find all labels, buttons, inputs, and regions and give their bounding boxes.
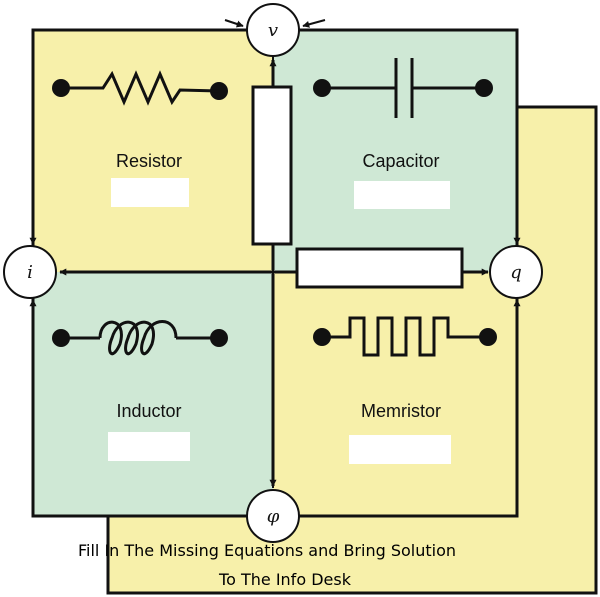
resistor-icon <box>52 70 228 106</box>
node-q-label: q <box>510 262 522 283</box>
instruction-line-2: To The Info Desk <box>219 570 351 589</box>
node-v: v <box>246 3 300 57</box>
capacitor-answer-box[interactable] <box>354 181 450 209</box>
node-i-label: i <box>27 262 33 283</box>
capacitor-icon <box>313 58 493 118</box>
node-i: i <box>3 245 57 299</box>
memristor-quadrant <box>273 272 517 516</box>
inductor-quadrant <box>33 272 273 516</box>
memristor-label: Memristor <box>361 401 441 421</box>
vertical-bar <box>251 85 293 246</box>
node-phi-label: φ <box>267 506 280 527</box>
node-q: q <box>489 245 543 299</box>
resistor-quadrant <box>33 30 273 272</box>
capacitor-label: Capacitor <box>362 151 439 171</box>
memristor-answer-box[interactable] <box>349 435 451 464</box>
node-phi: φ <box>246 489 300 543</box>
resistor-label: Resistor <box>116 151 182 171</box>
instruction-line-1: Fill In The Missing Equations and Bring … <box>77 541 457 560</box>
node-v-label: v <box>268 20 278 41</box>
memristor-icon <box>313 316 497 357</box>
inductor-icon <box>52 320 228 356</box>
inductor-label: Inductor <box>116 401 181 421</box>
inductor-answer-box[interactable] <box>108 432 190 461</box>
horizontal-bar <box>295 247 464 289</box>
resistor-answer-box[interactable] <box>111 178 189 207</box>
